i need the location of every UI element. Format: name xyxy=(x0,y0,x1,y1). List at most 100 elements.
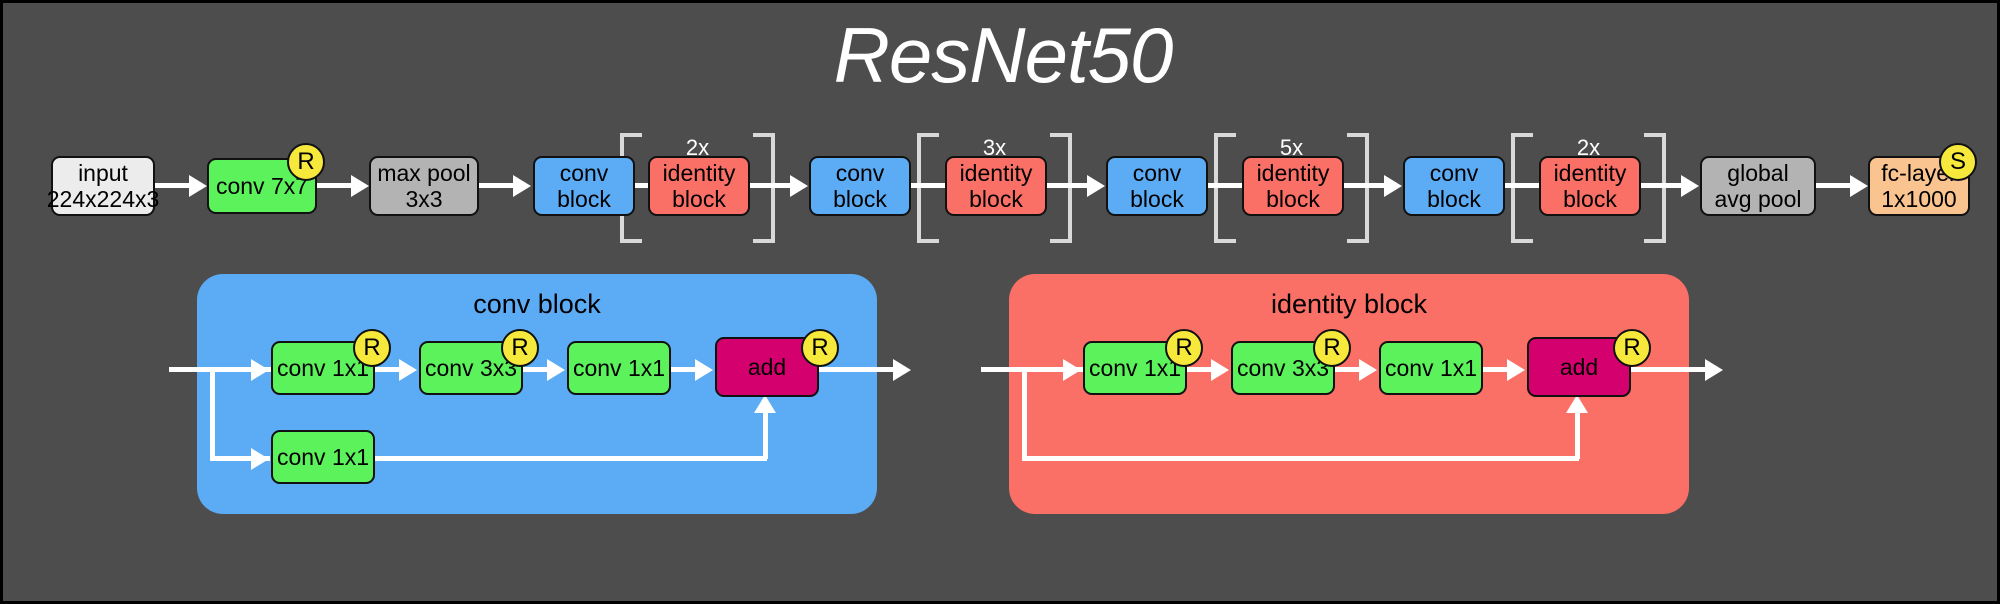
repeat-label-4: 2x xyxy=(1576,135,1601,160)
repeat-label-3: 5x xyxy=(1279,135,1304,160)
identityblock-add[interactable]: add xyxy=(1527,337,1631,397)
node-label-line2: block xyxy=(833,186,887,212)
convblock-shortcut-return-wire xyxy=(375,456,767,461)
relu-badge-icon: R xyxy=(1313,329,1351,367)
node-label-line2: 3x3 xyxy=(405,186,443,212)
arrowhead-identityblock-b-to-c xyxy=(1359,359,1377,381)
convblock-input-wire xyxy=(169,367,273,372)
pipeline-node-identity-block-1[interactable]: identity block xyxy=(648,156,750,216)
relu-badge-icon: R xyxy=(353,329,391,367)
node-label-line1: max pool xyxy=(377,160,471,186)
relu-badge-icon: R xyxy=(501,329,539,367)
node-label-line1: conv xyxy=(1132,160,1182,186)
node-label-line2: 224x224x3 xyxy=(46,186,160,212)
arrowhead-convblock-shortcut-entry xyxy=(251,448,269,470)
node-label-line1: identity xyxy=(959,160,1033,186)
wire-convblock-c-to-add xyxy=(671,367,695,372)
wire-convblock4-to-identity4 xyxy=(1505,183,1543,188)
node-label-line1: conv xyxy=(835,160,885,186)
node-label: conv 1x1 xyxy=(276,444,370,470)
node-label: conv 1x1 xyxy=(276,355,370,381)
convblock-conv-1x1-shortcut[interactable]: conv 1x1 xyxy=(271,430,375,484)
arrowhead-convblock-c-to-add xyxy=(695,359,713,381)
softmax-badge-icon: S xyxy=(1939,143,1977,181)
convblock-conv-1x1-b[interactable]: conv 1x1 xyxy=(567,341,671,395)
repeat-bracket-left-4 xyxy=(1511,133,1533,243)
identityblock-shortcut-riser-wire xyxy=(1575,407,1580,459)
repeat-label-1: 2x xyxy=(685,135,710,160)
wire-identity2-to-convblock3 xyxy=(1047,183,1087,188)
node-label: add xyxy=(1559,354,1599,380)
node-label-line2: block xyxy=(557,186,611,212)
wire-globalavgpool-to-fclayer xyxy=(1816,183,1850,188)
node-label-line1: identity xyxy=(1256,160,1330,186)
arrowhead-identityblock-output xyxy=(1705,359,1723,381)
page-title: ResNet50 xyxy=(833,11,1174,99)
wire-identityblock-b-to-c xyxy=(1335,367,1359,372)
node-label-line1: global xyxy=(1727,160,1789,186)
pipeline-node-global-avg-pool[interactable]: global avg pool xyxy=(1700,156,1816,216)
node-label-line2: block xyxy=(1427,186,1481,212)
pipeline-node-max-pool[interactable]: max pool 3x3 xyxy=(369,156,479,216)
pipeline-node-conv-block-2[interactable]: conv block xyxy=(809,156,911,216)
arrowhead-identity3-to-convblock4 xyxy=(1384,175,1402,197)
wire-identity4-to-globalavgpool xyxy=(1641,183,1681,188)
wire-convblock-a-to-b xyxy=(375,367,399,372)
pipeline-node-conv-7x7[interactable]: conv 7x7 xyxy=(207,158,317,214)
pipeline-node-identity-block-2[interactable]: identity block xyxy=(945,156,1047,216)
node-label-line2: block xyxy=(672,186,726,212)
identity-block-panel-title: identity block xyxy=(1270,289,1428,319)
node-label-line2: block xyxy=(1563,186,1617,212)
identityblock-conv-1x1-b[interactable]: conv 1x1 xyxy=(1379,341,1483,395)
node-label: conv 3x3 xyxy=(1236,355,1330,381)
identityblock-conv-3x3[interactable]: conv 3x3 xyxy=(1231,341,1335,395)
pipeline-node-identity-block-4[interactable]: identity block xyxy=(1539,156,1641,216)
node-label-line2: block xyxy=(1266,186,1320,212)
conv-block-panel-title: conv block xyxy=(473,289,601,319)
identityblock-output-wire xyxy=(1631,367,1715,372)
node-label-line1: conv 7x7 xyxy=(215,173,309,199)
pipeline-node-conv-block-3[interactable]: conv block xyxy=(1106,156,1208,216)
wire-convblock2-to-identity2 xyxy=(911,183,949,188)
pipeline-node-conv-block-4[interactable]: conv block xyxy=(1403,156,1505,216)
arrowhead-identity4-to-globalavgpool xyxy=(1681,175,1699,197)
arrowhead-convblock-b-to-c xyxy=(547,359,565,381)
arrowhead-maxpool-to-convblock1 xyxy=(513,175,531,197)
arrowhead-input-to-conv7x7 xyxy=(189,175,207,197)
wire-conv7x7-to-maxpool xyxy=(317,183,351,188)
identityblock-input-wire xyxy=(981,367,1085,372)
wire-identity1-to-convblock2 xyxy=(750,183,790,188)
repeat-bracket-left-3 xyxy=(1214,133,1236,243)
node-label-line1: input xyxy=(78,160,128,186)
pipeline-node-conv-block-1-box[interactable]: conv block xyxy=(533,156,635,216)
arrowhead-identityblock-main-entry xyxy=(1063,359,1081,381)
pipeline-node-input[interactable]: input 224x224x3 xyxy=(47,156,159,216)
repeat-bracket-right-2 xyxy=(1050,133,1072,243)
arrowhead-identity1-to-convblock2 xyxy=(790,175,808,197)
repeat-bracket-left-2 xyxy=(917,133,939,243)
arrowhead-convblock-main-entry xyxy=(251,359,269,381)
node-label-line2: block xyxy=(1130,186,1184,212)
identityblock-split-wire-vertical xyxy=(1022,367,1027,461)
wire-input-to-conv7x7 xyxy=(155,183,189,188)
repeat-bracket-right-4 xyxy=(1644,133,1666,243)
wire-convblock3-to-identity3 xyxy=(1208,183,1246,188)
arrowhead-identityblock-a-to-b xyxy=(1211,359,1229,381)
identityblock-shortcut-wire xyxy=(1022,456,1579,461)
node-label: conv 1x1 xyxy=(1384,355,1478,381)
convblock-split-wire-vertical xyxy=(210,367,215,461)
node-label-line1: conv xyxy=(1429,160,1479,186)
convblock-shortcut-riser-wire xyxy=(763,407,768,459)
node-label: conv 3x3 xyxy=(424,355,518,381)
wire-identityblock-c-to-add xyxy=(1483,367,1507,372)
relu-badge-icon: R xyxy=(1165,329,1203,367)
node-label-line1: identity xyxy=(1553,160,1627,186)
wire-maxpool-to-convblock1 xyxy=(479,183,513,188)
wire-convblock-b-to-c xyxy=(523,367,547,372)
repeat-label-2: 3x xyxy=(982,135,1007,160)
pipeline-node-identity-block-3[interactable]: identity block xyxy=(1242,156,1344,216)
node-label: conv 1x1 xyxy=(572,355,666,381)
node-label-line2: avg pool xyxy=(1714,186,1802,212)
relu-badge-icon: R xyxy=(801,329,839,367)
